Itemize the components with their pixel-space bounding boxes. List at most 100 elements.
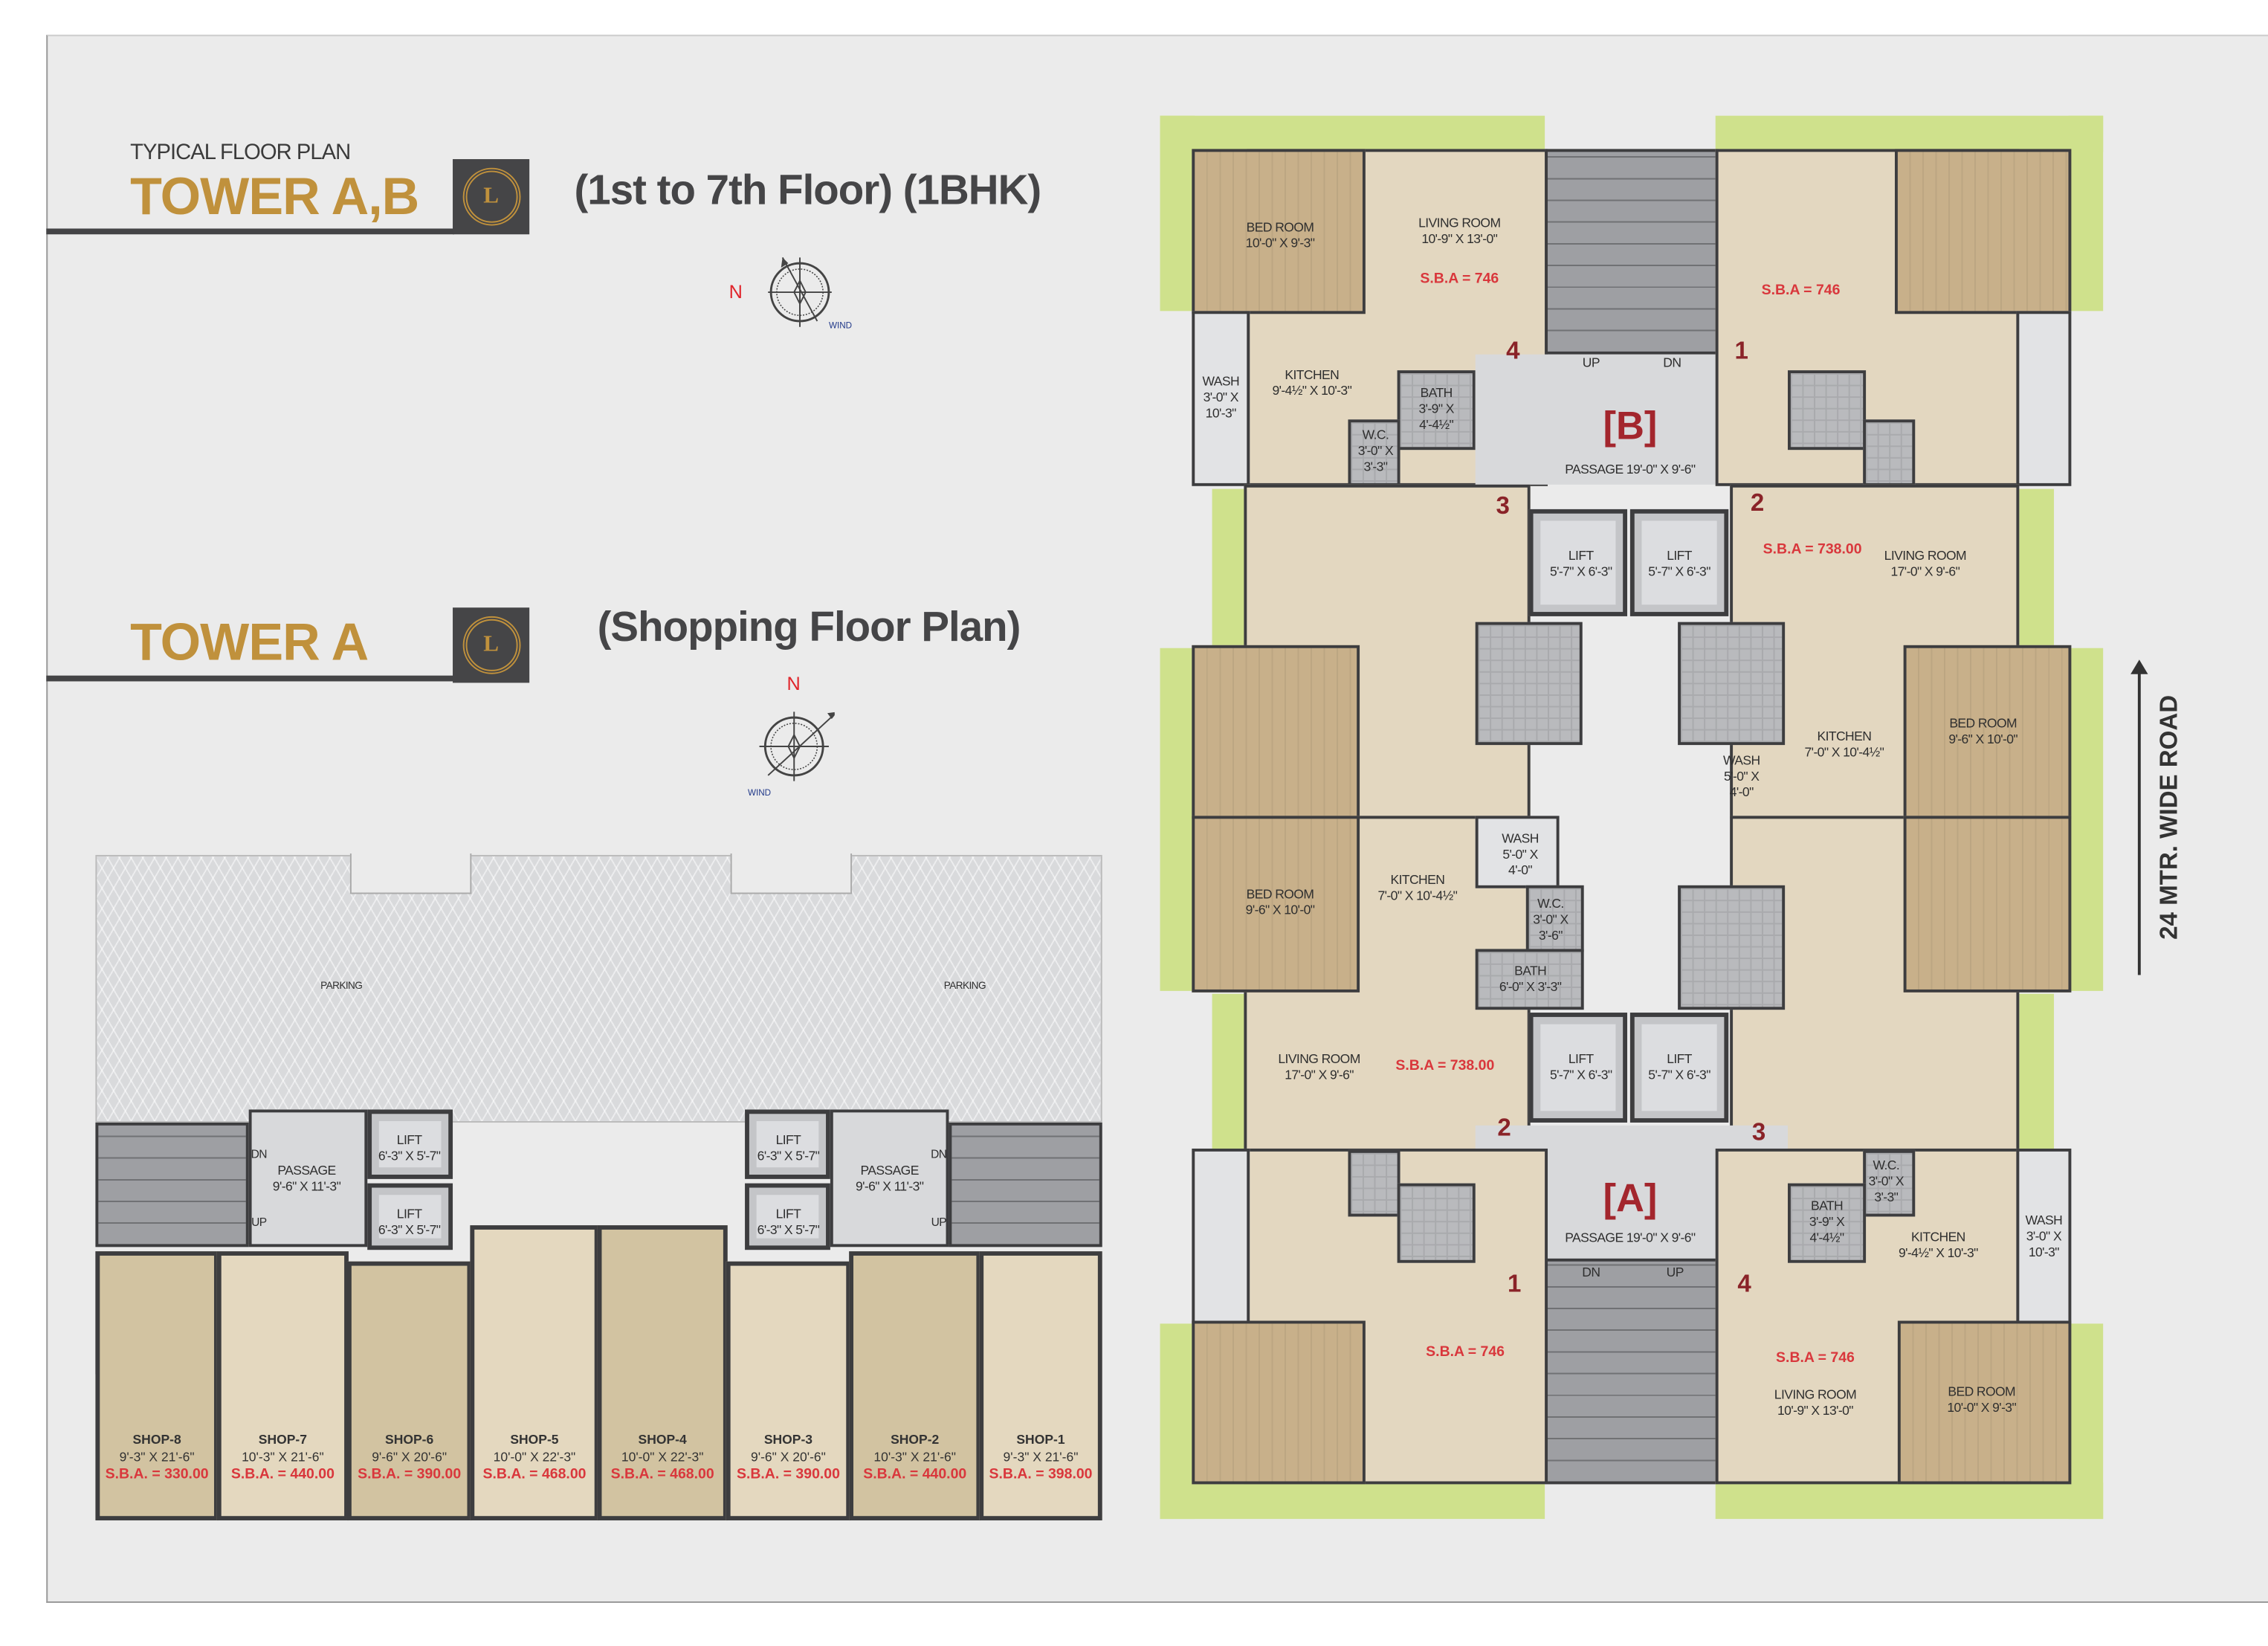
green-strip xyxy=(2068,648,2104,991)
sba-label: S.B.A = 738.00 xyxy=(1763,541,1862,558)
sba-label: S.B.A = 746 xyxy=(1420,271,1499,288)
lift xyxy=(367,1109,453,1179)
wc-label: W.C.3'-0" X 3'-3" xyxy=(1868,1158,1904,1204)
unit-b1-wash xyxy=(2016,311,2072,486)
brand-logo: L xyxy=(453,607,530,683)
unit-a4-wash xyxy=(2016,1148,2072,1324)
floor-range-heading: (1st to 7th Floor) (1BHK) xyxy=(574,167,1041,214)
lift xyxy=(1629,1013,1729,1123)
wind-label: WIND xyxy=(747,790,772,799)
unit-a2-bath xyxy=(1475,949,1584,1010)
unit-a1-bath xyxy=(1397,1183,1476,1263)
green-strip xyxy=(1715,115,2104,152)
wc-label: W.C.3'-0" X 3'-3" xyxy=(1357,427,1394,474)
green-strip xyxy=(1160,1482,1545,1520)
lift xyxy=(745,1109,830,1179)
unit-a2-wash xyxy=(1475,816,1560,888)
stair-down-label: DN xyxy=(251,1147,268,1161)
stair-down-label: DN xyxy=(1582,1265,1600,1280)
wind-label: WIND xyxy=(828,322,853,332)
block-a-label: [A] xyxy=(1603,1176,1658,1221)
staircase-b xyxy=(1545,149,1719,355)
unit-b1-bath xyxy=(1788,370,1867,451)
unit-a2-wc xyxy=(1525,885,1584,952)
green-strip xyxy=(1160,115,1545,152)
stair-up-label: UP xyxy=(931,1216,947,1229)
typical-floor-plan-label: TYPICAL FLOOR PLAN xyxy=(130,140,351,165)
green-strip xyxy=(1160,115,1195,312)
unit-b1-bedroom xyxy=(1894,149,2072,314)
stair-up-label: UP xyxy=(1666,1265,1684,1280)
unit-b3-bedroom xyxy=(1192,645,1360,819)
flat-number-2: 2 xyxy=(1497,1114,1511,1142)
green-strip xyxy=(2019,993,2055,1150)
flat-number-2: 2 xyxy=(1750,488,1765,517)
green-strip xyxy=(2019,488,2055,645)
compass-icon xyxy=(768,256,832,327)
brand-logo: L xyxy=(453,159,530,235)
passage-right xyxy=(830,1109,949,1248)
unit-b2-bedroom xyxy=(1903,645,2072,819)
passage-left xyxy=(248,1109,368,1248)
unit-a3-bedroom xyxy=(1903,816,2072,993)
sba-label: S.B.A = 746 xyxy=(1426,1344,1505,1361)
tower-a-title: TOWER A xyxy=(130,612,369,671)
block-b-label: [B] xyxy=(1603,404,1658,448)
sba-label: S.B.A = 738.00 xyxy=(1395,1058,1495,1074)
unit-a2-bedroom xyxy=(1192,816,1360,993)
title-underline xyxy=(46,675,454,682)
flat-number-4: 4 xyxy=(1506,337,1520,365)
shopping-floor-heading: (Shopping Floor Plan) xyxy=(597,604,1021,651)
lift xyxy=(367,1183,453,1250)
lift xyxy=(1528,509,1628,616)
unit-a3-toilet xyxy=(1678,885,1786,1010)
staircase xyxy=(95,1122,249,1248)
parking-label: PARKING xyxy=(943,981,986,992)
green-strip xyxy=(1212,488,1247,645)
unit-b2-toilet xyxy=(1678,622,1786,746)
stair-up-label: UP xyxy=(1582,355,1600,370)
wc-label: W.C.3'-0" X 3'-6" xyxy=(1533,896,1568,943)
stair-down-label: DN xyxy=(931,1147,947,1161)
north-label: N xyxy=(786,672,801,694)
road-arrow-icon xyxy=(2130,659,2148,674)
unit-b4-wash xyxy=(1192,311,1250,486)
green-strip xyxy=(1715,1482,2104,1520)
flat-number-1: 1 xyxy=(1734,337,1748,365)
passage-label: PASSAGE 19'-0" X 9'-6" xyxy=(1565,1230,1696,1245)
unit-b4-wc xyxy=(1348,419,1400,486)
unit-a4-bedroom xyxy=(1897,1320,2072,1485)
title-underline xyxy=(46,228,454,235)
unit-a1-wash xyxy=(1192,1148,1250,1324)
unit-a1-bedroom xyxy=(1192,1320,1366,1485)
parking-notch xyxy=(349,853,472,894)
parking-area xyxy=(95,854,1102,1123)
